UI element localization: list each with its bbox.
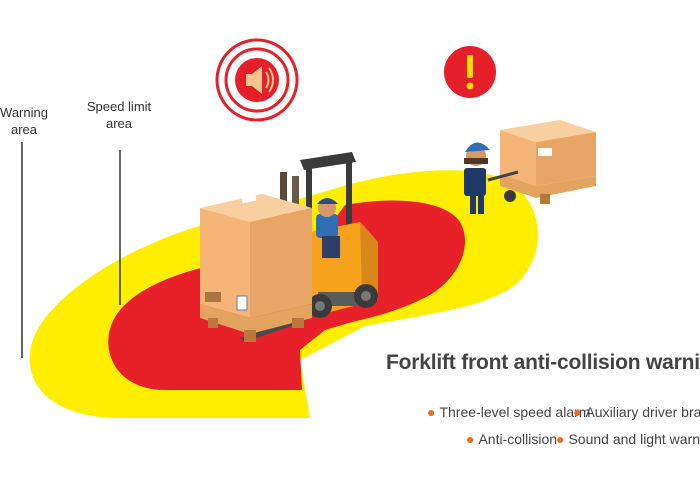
warning-area-label: Warning area <box>0 105 48 137</box>
feature-item: ●Three-level speed alarm <box>427 404 590 420</box>
bullet-icon: ● <box>573 404 582 420</box>
speed-limit-area-label: Speed limit area <box>86 99 152 131</box>
worker-with-pallet-jack <box>464 120 596 214</box>
bullet-icon: ● <box>466 431 475 447</box>
feature-item: ●Auxiliary driver brake <box>573 404 700 420</box>
feature-item: ●Sound and light warning <box>556 431 700 447</box>
speaker-icon <box>215 38 299 122</box>
feature-item: ●Anti-collision <box>466 431 557 447</box>
exclamation-icon <box>444 46 496 98</box>
carried-box <box>200 194 312 342</box>
feature-label: Anti-collision <box>478 431 558 447</box>
feature-label: Auxiliary driver brake <box>585 404 700 420</box>
feature-label: Sound and light warning <box>568 431 700 447</box>
feature-label: Three-level speed alarm <box>439 404 591 420</box>
bullet-icon: ● <box>427 404 436 420</box>
page-title: Forklift front anti-collision warning <box>386 351 700 374</box>
bullet-icon: ● <box>556 431 565 447</box>
